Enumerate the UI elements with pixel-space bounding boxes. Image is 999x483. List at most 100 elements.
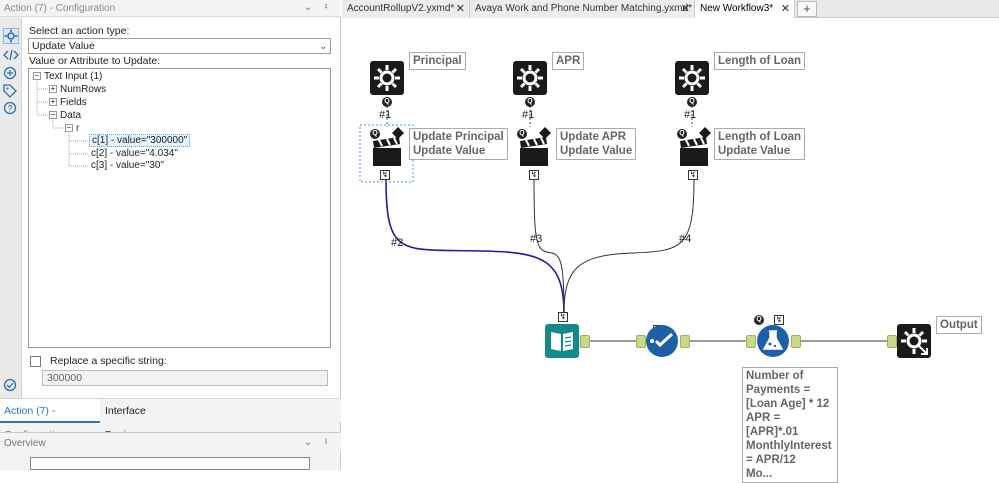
collapse-icon[interactable]: − [33, 71, 41, 81]
close-icon[interactable]: ✕ [780, 3, 790, 15]
connection-label: #1 [522, 109, 535, 121]
tree-leaf[interactable]: c[3] - value="30" [91, 160, 164, 171]
detour-input-anchor[interactable]: ↯ [558, 312, 568, 322]
attribute-tree[interactable]: −Text Input (1) +NumRows +Fields −Data −… [28, 68, 331, 348]
code-icon[interactable] [3, 48, 19, 64]
tree-node[interactable]: +Fields [49, 97, 87, 108]
clapperboard-icon [520, 137, 548, 166]
clapperboard-icon [680, 137, 708, 166]
output-gear-icon [897, 324, 931, 358]
connection-label: #4 [679, 233, 692, 245]
question-anchor[interactable]: Q [382, 97, 392, 107]
tag-icon[interactable] [3, 84, 19, 100]
tree-node[interactable]: −Text Input (1) [33, 71, 103, 82]
formula-action-anchor[interactable]: ↯ [774, 315, 784, 325]
replace-string-field[interactable]: 300000 [42, 370, 328, 386]
check-circle-icon[interactable] [3, 378, 19, 394]
gear-icon [370, 61, 404, 95]
book-icon [545, 324, 579, 358]
connection-label: #1 [684, 109, 697, 121]
collapse-icon[interactable]: ⌄ [303, 437, 313, 448]
wire-3 [533, 178, 565, 315]
tab-new-workflow3[interactable]: New Workflow3*✕ [695, 0, 795, 18]
collapse-icon[interactable]: ⌄ [303, 2, 313, 13]
tab-accountrollup[interactable]: AccountRollupV2.yxmd*✕ [342, 0, 470, 18]
tree-node[interactable]: −Data [49, 110, 82, 121]
detour-output-anchor[interactable] [580, 335, 590, 348]
select-action-label: Select an action type: [29, 25, 130, 37]
workflow-canvas[interactable]: Q Principal Q APR Q Length of Loan #1 #1… [342, 19, 999, 483]
add-tab-button[interactable]: + [797, 1, 817, 17]
action-type-value: Update Value [32, 40, 95, 52]
loan-label: Length of Loan [714, 52, 806, 70]
gear-icon [513, 61, 547, 95]
panel-tab-bar: Action (7) - Configuration Interface Des… [0, 398, 341, 441]
update-principal-label: Update Principal Update Value [409, 128, 508, 160]
gear-icon[interactable] [3, 28, 19, 44]
gear-icon [675, 61, 709, 95]
check-circle-icon [646, 325, 678, 357]
blend-input-anchor[interactable] [636, 335, 646, 348]
expand-icon[interactable]: + [49, 84, 57, 94]
tree-lines [36, 81, 89, 167]
formula-annotation: Number of Payments = [Loan Age] * 12 APR… [742, 367, 838, 483]
question-anchor[interactable]: Q [677, 129, 687, 139]
expand-icon[interactable]: + [49, 97, 57, 107]
output-input-anchor[interactable] [887, 335, 897, 348]
overview-title: Overview [4, 438, 46, 449]
attribute-label: Value or Attribute to Update: [29, 55, 161, 67]
config-icon-rail: ? [0, 18, 22, 398]
tab-avaya-matching[interactable]: Avaya Work and Phone Number Matching.yxm… [470, 0, 695, 18]
action-output-anchor[interactable]: ↯ [688, 170, 698, 180]
output-label: Output [936, 316, 982, 334]
replace-string-label: Replace a specific string: [50, 355, 167, 367]
help-icon[interactable]: ? [3, 101, 19, 117]
formula-output-anchor[interactable] [791, 335, 801, 348]
question-anchor[interactable]: Q [517, 129, 527, 139]
tree-node[interactable]: −r [65, 123, 80, 134]
pin-icon[interactable]: ♮ [324, 2, 328, 13]
tab-action-configuration[interactable]: Action (7) - Configuration [0, 399, 100, 441]
pin-icon[interactable]: ♮ [324, 437, 328, 448]
close-icon[interactable]: ✕ [455, 3, 465, 15]
flask-icon [757, 325, 789, 357]
update-apr-label: Update APR Update Value [556, 128, 637, 160]
close-icon[interactable]: ✕ [680, 3, 690, 15]
collapse-icon[interactable]: − [65, 123, 73, 133]
question-anchor[interactable]: Q [754, 315, 764, 325]
action-type-dropdown[interactable]: Update Value ⌄ [28, 38, 331, 54]
chevron-down-icon: ⌄ [319, 41, 327, 51]
config-body: Select an action type: Update Value ⌄ Va… [22, 18, 340, 398]
diamond-anchor-icon[interactable] [699, 127, 711, 139]
overview-header: Overview ⌄ ♮ [0, 432, 341, 452]
check-output-anchor[interactable] [680, 335, 690, 348]
action-output-anchor[interactable]: ↯ [380, 170, 390, 180]
configuration-panel: Action (7) - Configuration ⌄ ♮ ? Select … [0, 0, 341, 470]
question-anchor[interactable]: Q [525, 97, 535, 107]
diamond-anchor-icon[interactable] [392, 127, 404, 139]
update-loan-label: Length of Loan Update Value [714, 128, 806, 160]
replace-string-checkbox[interactable] [30, 356, 41, 367]
question-anchor[interactable]: Q [370, 129, 380, 139]
wire-2 [385, 178, 565, 315]
connection-label: #3 [530, 233, 543, 245]
overview-viewport[interactable] [30, 457, 310, 470]
action-output-anchor[interactable]: ↯ [529, 170, 539, 180]
annotation-icon[interactable] [3, 66, 19, 82]
connection-label: #1 [379, 109, 392, 121]
apr-label: APR [552, 52, 585, 70]
formula-input-anchor[interactable] [746, 335, 756, 348]
config-panel-header: Action (7) - Configuration ⌄ ♮ [0, 0, 341, 17]
question-anchor[interactable]: Q [687, 97, 697, 107]
tree-leaf[interactable]: c[2] - value="4.034" [91, 148, 178, 159]
connection-wires [359, 102, 887, 342]
document-tab-bar: AccountRollupV2.yxmd*✕ Avaya Work and Ph… [342, 0, 999, 18]
tree-node[interactable]: +NumRows [49, 84, 107, 95]
diamond-anchor-icon[interactable] [539, 127, 551, 139]
wire-4 [563, 178, 695, 315]
tab-interface-designer[interactable]: Interface Designer [105, 405, 147, 441]
collapse-icon[interactable]: − [49, 110, 57, 120]
tree-leaf[interactable]: c[1] - value="300000" [89, 134, 191, 147]
principal-label: Principal [409, 52, 466, 70]
config-panel-title: Action (7) - Configuration [4, 3, 116, 14]
